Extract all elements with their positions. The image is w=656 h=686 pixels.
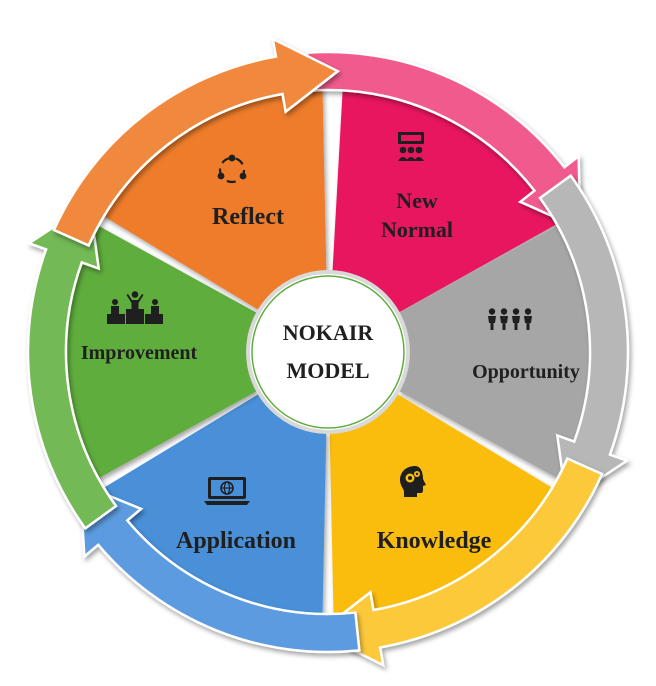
segment-label-opportunity: Opportunity [472, 361, 580, 383]
segment-label-reflect: Reflect [212, 204, 284, 230]
segment-label-application: Application [176, 528, 296, 554]
podium-winners-icon [107, 291, 163, 324]
cycle-arrows-icon [217, 154, 247, 184]
segment-label-knowledge: Knowledge [377, 528, 492, 554]
segment-application [95, 393, 327, 624]
center-hub: NOKAIR MODEL [246, 270, 410, 434]
segment-label-new-normal-line1: New [396, 188, 438, 213]
center-title-line1: NOKAIR [283, 320, 375, 345]
presentation-meeting-icon [398, 132, 424, 161]
segment-opportunity [398, 220, 600, 484]
segment-label-improvement: Improvement [81, 342, 198, 364]
segment-new-normal [332, 80, 566, 313]
center-title-line2: MODEL [286, 358, 369, 383]
segment-reflect [95, 80, 327, 311]
segment-knowledge [329, 393, 561, 624]
people-group-icon [488, 308, 532, 330]
segment-improvement [55, 220, 258, 484]
laptop-globe-icon [204, 477, 250, 505]
segment-label-new-normal-line2: Normal [381, 217, 453, 242]
arrow-reflect [52, 36, 341, 248]
head-gears-icon [400, 466, 426, 497]
